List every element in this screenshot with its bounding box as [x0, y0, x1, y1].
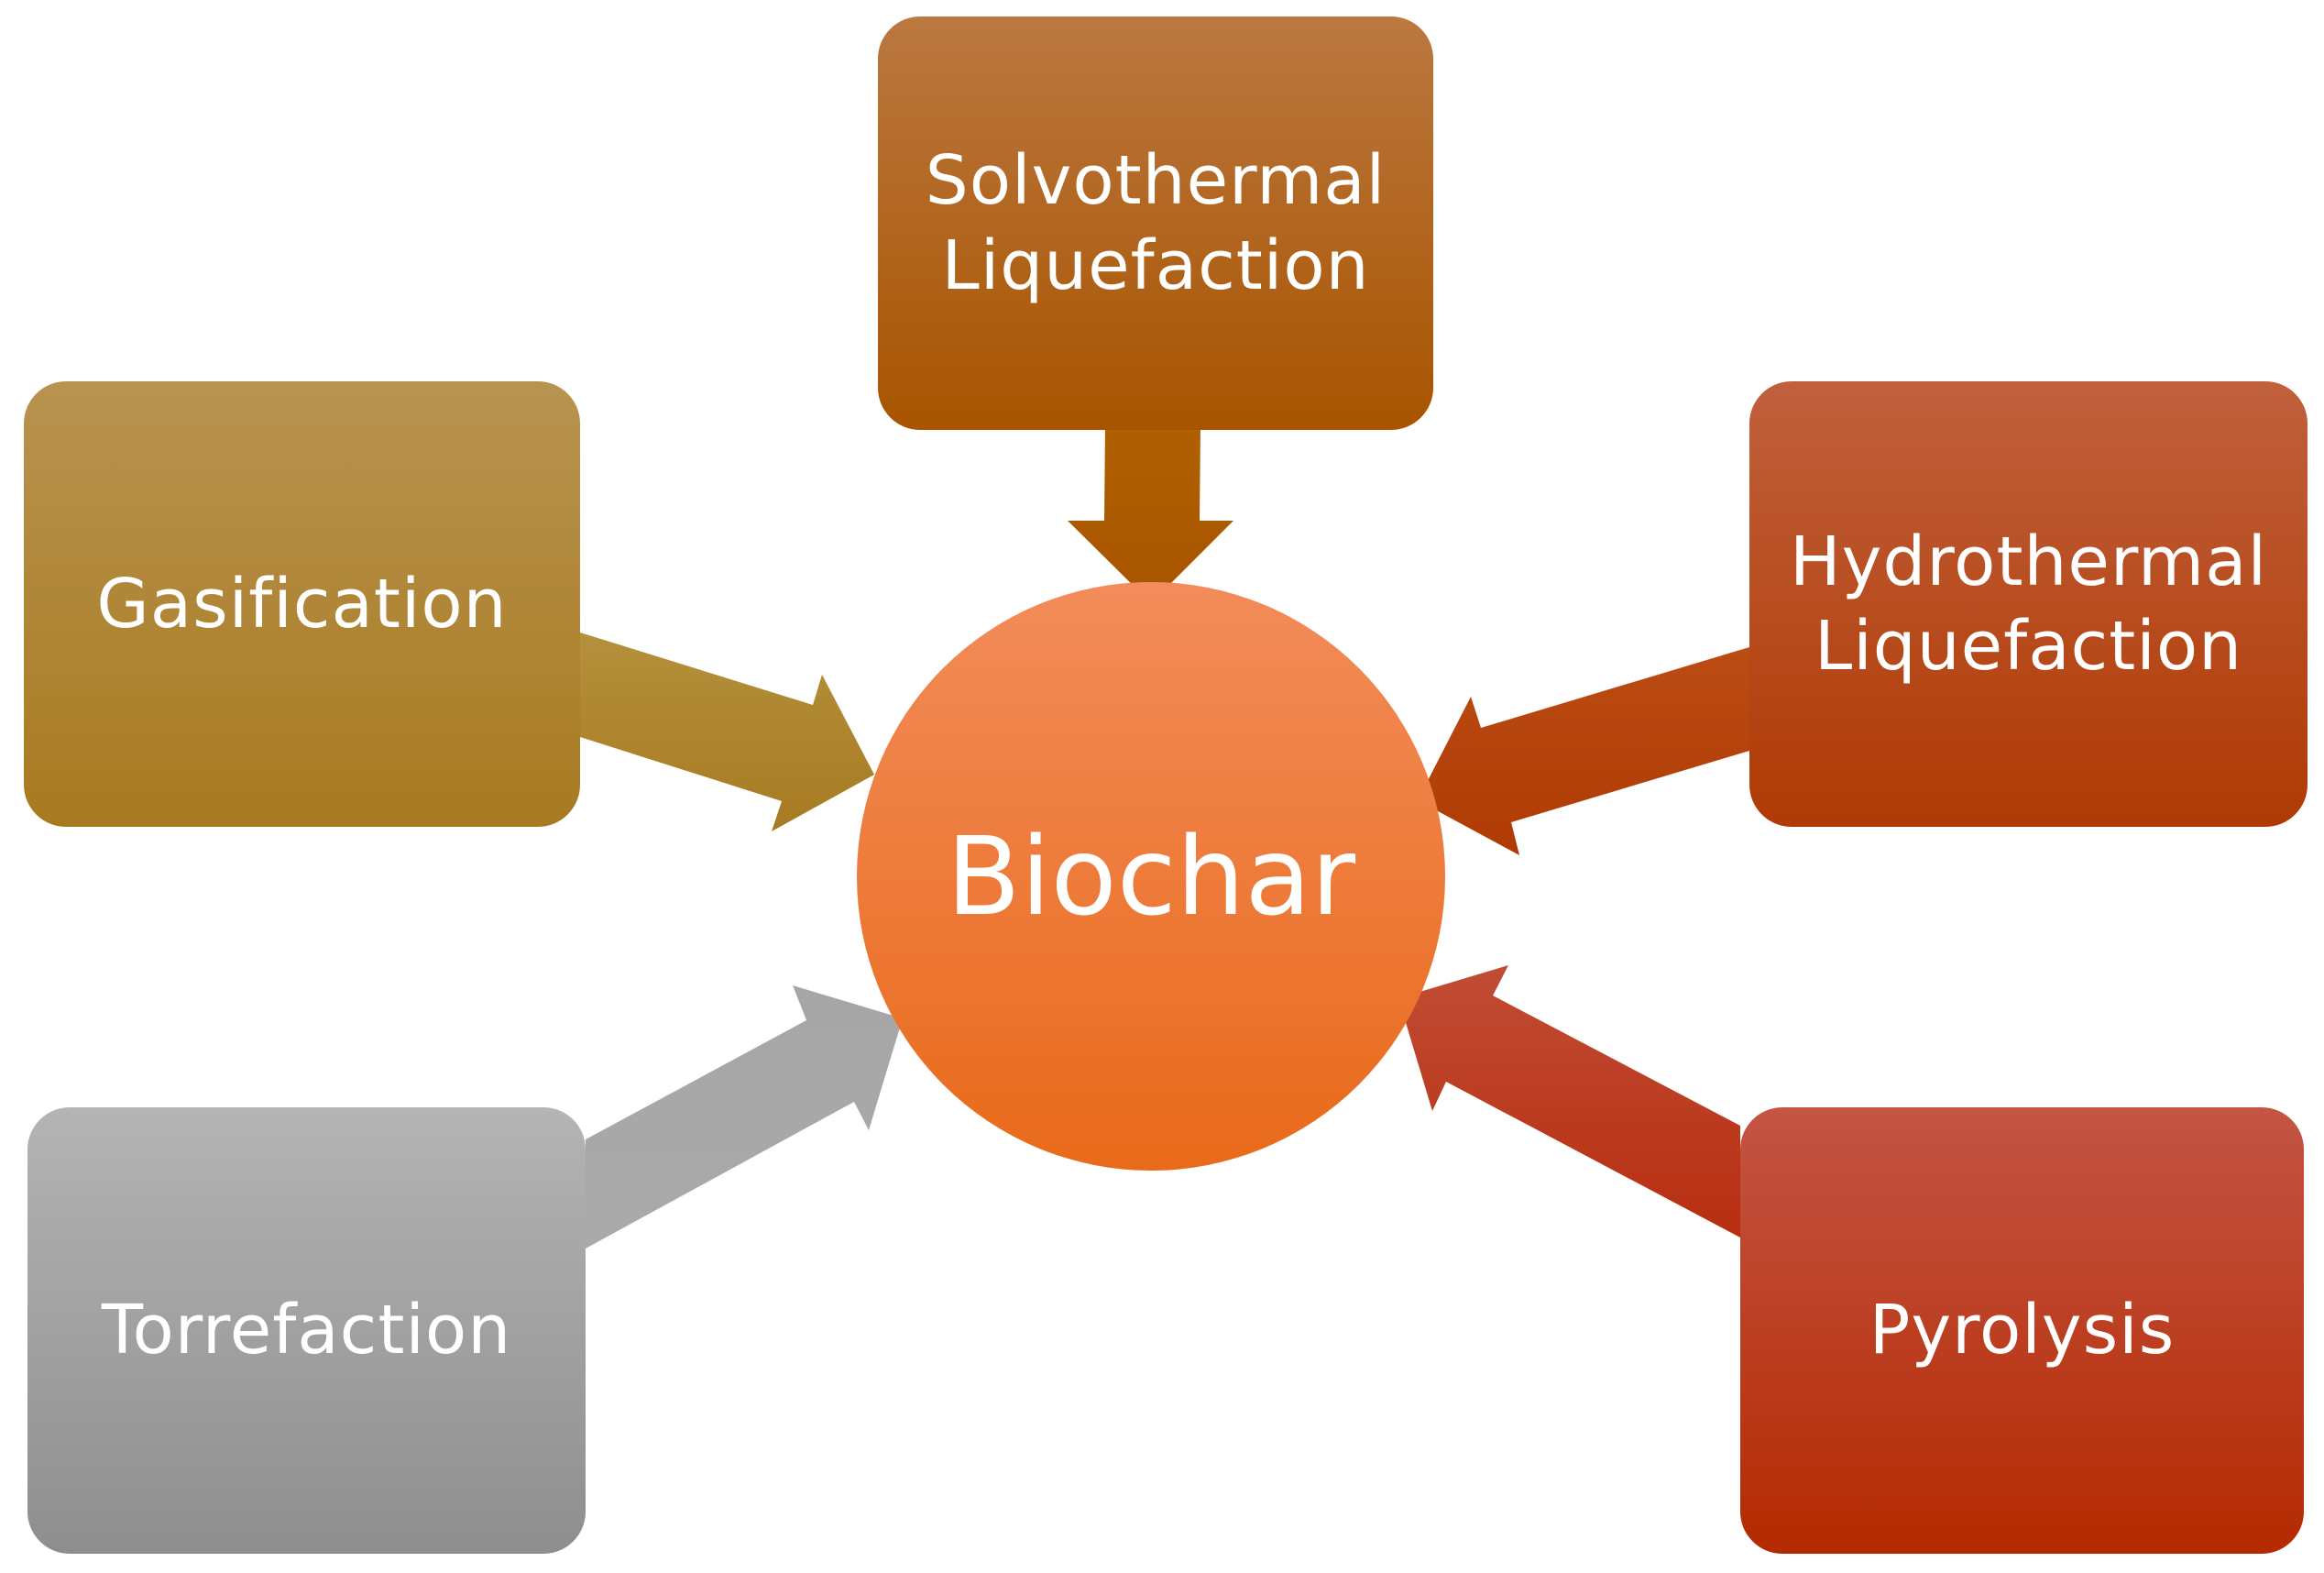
arrow-torrefaction-to-biochar — [586, 985, 903, 1248]
process-box-torrefaction: Torrefaction — [27, 1107, 586, 1554]
process-label-hydrothermal: Hydrothermal Liquefaction — [1789, 522, 2268, 687]
process-box-hydrothermal-liquefaction: Hydrothermal Liquefaction — [1749, 381, 2308, 827]
process-box-gasification: Gasification — [24, 381, 580, 827]
biochar-label: Biochar — [946, 813, 1356, 940]
arrow-solvothermal-to-biochar — [1068, 424, 1233, 603]
process-box-solvothermal-liquefaction: Solvothermal Liquefaction — [878, 16, 1433, 430]
process-label-solvothermal: Solvothermal Liquefaction — [925, 141, 1387, 305]
arrow-gasification-to-biochar — [580, 632, 874, 831]
process-label-gasification: Gasification — [96, 564, 508, 644]
process-label-torrefaction: Torrefaction — [101, 1291, 512, 1370]
process-box-pyrolysis: Pyrolysis — [1740, 1107, 2304, 1554]
arrow-hydrothermal-to-biochar — [1418, 647, 1749, 855]
arrow-pyrolysis-to-biochar — [1398, 965, 1740, 1238]
biochar-circle: Biochar — [857, 582, 1445, 1171]
process-label-pyrolysis: Pyrolysis — [1869, 1291, 2176, 1370]
